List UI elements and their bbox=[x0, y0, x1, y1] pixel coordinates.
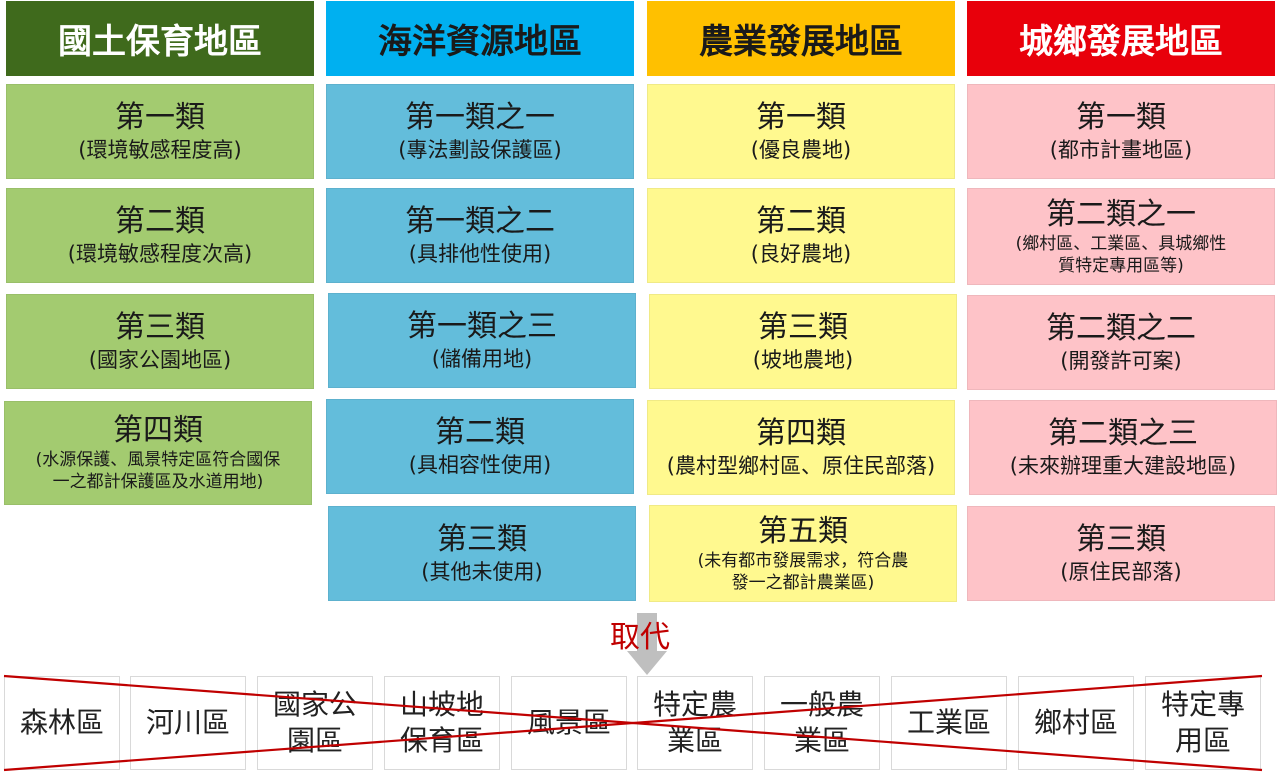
old-zone-rural-village: 鄉村區 bbox=[1018, 676, 1134, 770]
cell-subtitle: (未來辦理重大建設地區) bbox=[1009, 453, 1237, 478]
old-zone-label: 工業區 bbox=[906, 706, 991, 739]
agriculture-class-4: 第四類 (農村型鄉村區、原住民部落) bbox=[647, 400, 955, 495]
cell-subtitle: (國家公園地區) bbox=[88, 347, 232, 372]
old-zone-label-line2: 用區 bbox=[1174, 724, 1231, 757]
urban-class-1: 第一類 (都市計畫地區) bbox=[967, 84, 1275, 179]
cell-subtitle: (原住民部落) bbox=[1060, 559, 1182, 584]
cell-title: 第一類 bbox=[756, 99, 846, 135]
cell-title: 第二類之二 bbox=[1046, 310, 1196, 346]
urban-class-2-2: 第二類之二 (開發許可案) bbox=[967, 295, 1275, 390]
cell-title: 第一類之二 bbox=[405, 203, 555, 239]
agriculture-class-5: 第五類 (未有都市發展需求，符合農 發一之都計農業區) bbox=[649, 505, 957, 602]
cell-subtitle: (其他未使用) bbox=[421, 559, 543, 584]
cell-subtitle: (優良農地) bbox=[750, 137, 852, 162]
urban-class-2-3: 第二類之三 (未來辦理重大建設地區) bbox=[969, 400, 1277, 495]
urban-class-2-1: 第二類之一 (鄉村區、工業區、具城鄉性 質特定專用區等) bbox=[967, 188, 1275, 285]
cell-title: 第一類 bbox=[115, 99, 205, 135]
cell-title: 第一類 bbox=[1076, 99, 1166, 135]
agriculture-class-3: 第三類 (坡地農地) bbox=[649, 294, 957, 389]
cell-subtitle: (開發許可案) bbox=[1060, 348, 1182, 373]
cell-title: 第四類 bbox=[113, 413, 203, 448]
old-zone-label-line1: 特定專 bbox=[1160, 688, 1245, 721]
old-zone-label: 河川區 bbox=[145, 706, 230, 739]
header-conservation-title: 國土保育地區 bbox=[58, 22, 262, 62]
old-zone-label-line2: 園區 bbox=[286, 724, 343, 757]
cell-title: 第二類之一 bbox=[1046, 196, 1196, 232]
cell-subtitle-line2: 一之都計保護區及水道用地) bbox=[52, 472, 264, 492]
header-conservation: 國土保育地區 bbox=[6, 1, 314, 76]
cell-subtitle: (都市計畫地區) bbox=[1049, 137, 1193, 162]
cell-subtitle-line2: 發一之都計農業區) bbox=[731, 572, 875, 593]
marine-class-3: 第三類 (其他未使用) bbox=[328, 506, 636, 601]
old-zone-forest: 森林區 bbox=[4, 676, 120, 770]
cell-subtitle: (環境敏感程度高) bbox=[78, 137, 242, 162]
marine-class-1-3: 第一類之三 (儲備用地) bbox=[328, 293, 636, 388]
header-marine: 海洋資源地區 bbox=[326, 1, 634, 76]
cell-subtitle-line2: 質特定專用區等) bbox=[1058, 255, 1184, 276]
header-marine-title: 海洋資源地區 bbox=[378, 22, 582, 62]
cell-title: 第五類 bbox=[758, 513, 848, 549]
cell-title: 第一類之一 bbox=[405, 99, 555, 135]
header-urban-rural-title: 城鄉發展地區 bbox=[1019, 22, 1223, 62]
marine-class-1-1: 第一類之一 (專法劃設保護區) bbox=[326, 84, 634, 179]
cell-subtitle: (具排他性使用) bbox=[408, 241, 552, 266]
cell-subtitle: (儲備用地) bbox=[431, 346, 533, 371]
header-urban-rural: 城鄉發展地區 bbox=[967, 1, 1275, 76]
replace-label: 取代 bbox=[610, 620, 670, 655]
marine-class-1-2: 第一類之二 (具排他性使用) bbox=[326, 188, 634, 283]
old-zone-special-use: 特定專 用區 bbox=[1145, 676, 1261, 770]
old-zone-slopeland: 山坡地 保育區 bbox=[384, 676, 500, 770]
cell-title: 第三類 bbox=[1076, 521, 1166, 557]
agriculture-class-2: 第二類 (良好農地) bbox=[647, 188, 955, 283]
cell-subtitle: (良好農地) bbox=[750, 241, 852, 266]
old-zone-label: 森林區 bbox=[19, 706, 104, 739]
cell-title: 第三類 bbox=[758, 309, 848, 345]
cell-title: 第四類 bbox=[756, 415, 846, 451]
cell-title: 第二類 bbox=[115, 203, 205, 239]
marine-class-2: 第二類 (具相容性使用) bbox=[326, 399, 634, 494]
old-zone-industrial: 工業區 bbox=[891, 676, 1007, 770]
cell-subtitle: (具相容性使用) bbox=[408, 452, 552, 477]
conservation-class-3: 第三類 (國家公園地區) bbox=[6, 294, 314, 389]
old-zone-label: 風景區 bbox=[526, 706, 611, 739]
cell-subtitle-line1: (水源保護、風景特定區符合國保 bbox=[35, 450, 281, 470]
cell-title: 第三類 bbox=[437, 521, 527, 557]
old-zone-label-line1: 國家公 bbox=[272, 688, 357, 721]
cell-title: 第二類 bbox=[435, 414, 525, 450]
urban-class-3: 第三類 (原住民部落) bbox=[967, 506, 1275, 601]
old-zone-general-agri: 一般農 業區 bbox=[764, 676, 880, 770]
cell-title: 第一類之三 bbox=[407, 308, 557, 344]
old-zone-river: 河川區 bbox=[130, 676, 246, 770]
cell-title: 第二類之三 bbox=[1048, 415, 1198, 451]
conservation-class-2: 第二類 (環境敏感程度次高) bbox=[6, 188, 314, 283]
header-agriculture: 農業發展地區 bbox=[647, 1, 955, 76]
old-zone-label-line1: 山坡地 bbox=[399, 688, 484, 721]
cell-subtitle: (環境敏感程度次高) bbox=[67, 241, 253, 266]
header-agriculture-title: 農業發展地區 bbox=[699, 22, 903, 62]
cell-title: 第二類 bbox=[756, 203, 846, 239]
old-zone-label-line2: 業區 bbox=[666, 724, 723, 757]
agriculture-class-1: 第一類 (優良農地) bbox=[647, 84, 955, 179]
cell-subtitle-line1: (未有都市發展需求，符合農 bbox=[697, 550, 909, 571]
cell-subtitle: (農村型鄉村區、原住民部落) bbox=[666, 453, 936, 478]
down-arrow-icon bbox=[627, 613, 667, 675]
old-zone-scenic: 風景區 bbox=[511, 676, 627, 770]
cell-subtitle: (坡地農地) bbox=[752, 347, 854, 372]
old-zone-label-line2: 業區 bbox=[793, 724, 850, 757]
old-zone-label-line1: 一般農 bbox=[779, 688, 864, 721]
old-zone-label-line2: 保育區 bbox=[399, 724, 484, 757]
old-zone-label-line1: 特定農 bbox=[652, 688, 737, 721]
old-zone-special-agri: 特定農 業區 bbox=[637, 676, 753, 770]
old-zone-label: 鄉村區 bbox=[1033, 706, 1118, 739]
conservation-class-4: 第四類 (水源保護、風景特定區符合國保 一之都計保護區及水道用地) bbox=[4, 401, 312, 505]
cell-title: 第三類 bbox=[115, 309, 205, 345]
conservation-class-1: 第一類 (環境敏感程度高) bbox=[6, 84, 314, 179]
old-zone-national-park: 國家公 園區 bbox=[257, 676, 373, 770]
cell-subtitle-line1: (鄉村區、工業區、具城鄉性 bbox=[1015, 233, 1227, 254]
cell-subtitle: (專法劃設保護區) bbox=[398, 137, 562, 162]
